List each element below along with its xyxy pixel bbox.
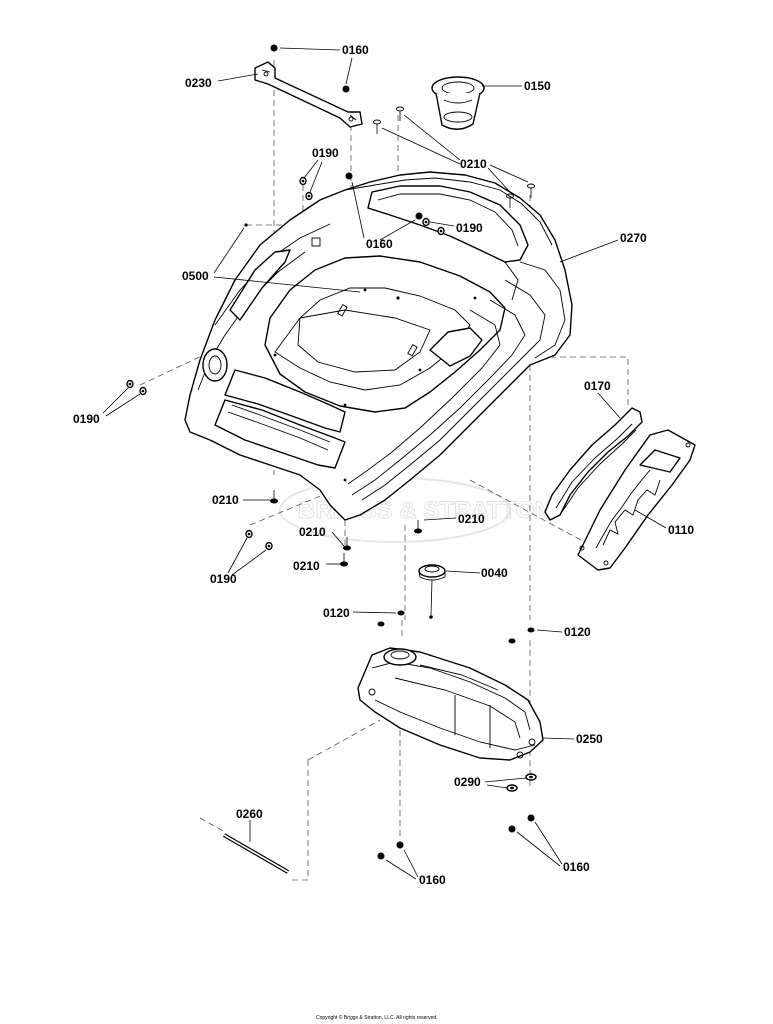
label-0290[interactable]: 0290 xyxy=(454,775,481,789)
label-0210[interactable]: 0210 xyxy=(460,157,487,171)
clip-0190[interactable] xyxy=(299,176,307,186)
clip-0190[interactable] xyxy=(265,541,273,551)
label-0500[interactable]: 0500 xyxy=(182,269,209,283)
fender-body-0270[interactable] xyxy=(184,171,573,521)
grommet-0120[interactable] xyxy=(527,627,535,633)
label-0210[interactable]: 0210 xyxy=(293,559,320,573)
nut-0160[interactable] xyxy=(508,825,516,833)
clip-0190[interactable] xyxy=(139,386,147,396)
nut-0160[interactable] xyxy=(270,44,278,52)
grommet-0120[interactable] xyxy=(508,638,516,644)
cup-holder-0150[interactable] xyxy=(431,76,485,130)
clip-0190[interactable] xyxy=(437,226,445,236)
label-0120[interactable]: 0120 xyxy=(323,606,350,620)
shift-plate-0110[interactable] xyxy=(577,429,696,571)
copyright-notice: Copyright © Briggs & Stratton, LLC. All … xyxy=(316,1014,438,1021)
nut-0160[interactable] xyxy=(415,212,423,220)
clip-0190[interactable] xyxy=(305,191,313,201)
nut-0160[interactable] xyxy=(345,172,353,180)
nut-0160[interactable] xyxy=(342,85,350,93)
clip-0190[interactable] xyxy=(422,217,430,227)
washer-0290[interactable] xyxy=(525,773,537,781)
label-0210[interactable]: 0210 xyxy=(299,525,326,539)
label-0210[interactable]: 0210 xyxy=(458,512,485,526)
label-0210[interactable]: 0210 xyxy=(212,493,239,507)
label-0250[interactable]: 0250 xyxy=(576,732,603,746)
label-0190[interactable]: 0190 xyxy=(312,146,339,160)
label-0190[interactable]: 0190 xyxy=(210,572,237,586)
screw-0210[interactable] xyxy=(343,537,351,551)
screw-0210[interactable] xyxy=(270,490,278,504)
label-0160[interactable]: 0160 xyxy=(563,860,590,874)
label-0190[interactable]: 0190 xyxy=(456,221,483,235)
label-0270[interactable]: 0270 xyxy=(620,231,647,245)
nut-0160[interactable] xyxy=(527,814,535,822)
label-0260[interactable]: 0260 xyxy=(236,807,263,821)
screw-0210[interactable] xyxy=(373,119,381,134)
label-0230[interactable]: 0230 xyxy=(185,76,212,90)
grommet-0120[interactable] xyxy=(377,621,385,627)
screw-0210[interactable] xyxy=(527,183,535,198)
label-0040[interactable]: 0040 xyxy=(481,566,508,580)
clip-0190[interactable] xyxy=(126,379,134,389)
label-0170[interactable]: 0170 xyxy=(584,379,611,393)
label-0160[interactable]: 0160 xyxy=(366,237,393,251)
leader-lines xyxy=(102,47,667,880)
bracket-0230[interactable] xyxy=(254,61,363,128)
screw-0210[interactable] xyxy=(396,106,404,121)
label-0110[interactable]: 0110 xyxy=(668,523,694,537)
screw-0210[interactable] xyxy=(506,193,514,208)
label-0190[interactable]: 0190 xyxy=(73,412,100,426)
rod-0260[interactable] xyxy=(222,833,290,874)
nut-0160[interactable] xyxy=(377,852,385,860)
label-0150[interactable]: 0150 xyxy=(524,79,551,93)
hardware xyxy=(126,44,537,860)
fuel-tank-0250[interactable] xyxy=(357,647,544,761)
washer-0290[interactable] xyxy=(506,784,518,792)
grommet-0120[interactable] xyxy=(397,610,405,616)
label-0160[interactable]: 0160 xyxy=(342,43,369,57)
part-labels: 0160 0230 0150 0210 0190 0160 0190 0270 … xyxy=(73,43,694,887)
trim-0170[interactable] xyxy=(544,407,643,521)
nut-0160[interactable] xyxy=(396,841,404,849)
label-0160[interactable]: 0160 xyxy=(419,873,446,887)
clip-0190[interactable] xyxy=(245,529,253,539)
screw-0210[interactable] xyxy=(340,553,348,567)
screw-0210[interactable] xyxy=(414,520,422,534)
fuel-cap-0040[interactable] xyxy=(418,564,446,619)
label-0120[interactable]: 0120 xyxy=(564,625,591,639)
